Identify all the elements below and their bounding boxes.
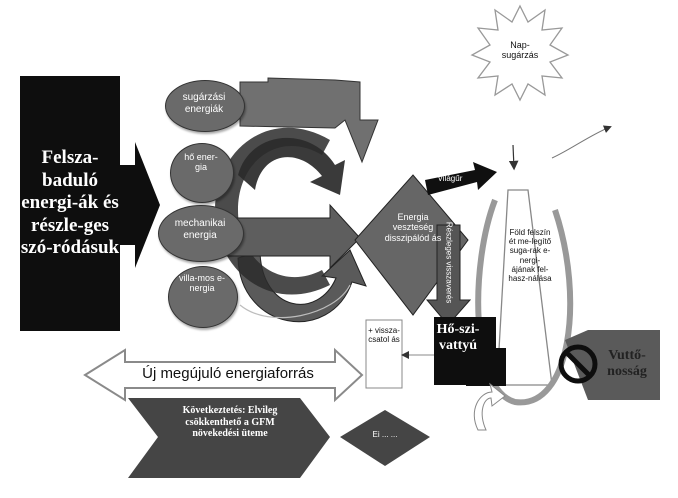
title-box: Felsza-baduló energi-ák és részle-ges sz… [20, 76, 120, 331]
reflection-arrow-shape [425, 224, 472, 326]
u-return-curve [475, 198, 574, 406]
dissipation-label: Energia veszteség disszipálód ás [384, 212, 442, 243]
sun-shape [470, 4, 570, 102]
source-radiation-label: sugárzási energiák [182, 92, 226, 115]
source-heat-label: hő ener-gia [184, 152, 218, 173]
small-diamond-label: Ei ... ... [372, 430, 398, 439]
dissipation-diamond [354, 174, 469, 316]
space-arrow-shape [425, 162, 497, 195]
source-mechanical-label: mechanikai energia [174, 218, 226, 241]
conclusion-shape [128, 398, 330, 478]
responsibility-tag-shape [565, 330, 660, 400]
heat-pump-box-lower [466, 348, 506, 386]
electric-curve-arrow [239, 284, 351, 319]
sun-ray-line [508, 144, 519, 171]
heat-pump-return-arrow [473, 382, 506, 431]
small-diamond-shape [340, 410, 430, 466]
renewable-label: Új megújuló energiaforrás [142, 365, 314, 382]
source-heat-ellipse [170, 143, 234, 203]
radiation-flow-arrow [239, 77, 379, 164]
source-radiation-ellipse [165, 80, 245, 132]
responsibility-label: Vuttő-nosság [607, 348, 647, 380]
renewable-double-arrow [83, 347, 364, 403]
no-sign-ring [558, 344, 598, 384]
source-electric-ellipse [168, 266, 238, 328]
curved-reflection-line [551, 125, 612, 159]
partial-reflection-label: Részleges visszaverés [444, 221, 454, 304]
source-electric-label: villa-mos e-nergia [178, 273, 225, 294]
title-box-label: Felsza-baduló energi-ák és részle-ges sz… [20, 147, 120, 259]
mechanical-arrow [224, 203, 361, 270]
feedback-label: + vissza-csatol ás [368, 326, 400, 345]
source-mechanical-ellipse [158, 205, 244, 262]
lower-curve-arrow [237, 249, 367, 323]
sun-label: Nap-sugárzás [501, 40, 539, 61]
conclusion-label: Következtetés: Elvileg csökkenthető a GF… [182, 405, 278, 439]
earth-column-label: Föld felszín ét me-legítő suga-rak e-ner… [508, 228, 552, 283]
heat-pump-label: Hő-szi-vattyú [436, 322, 480, 354]
space-arrow-label: Világűr [437, 174, 463, 183]
feedback-box-shape [365, 319, 403, 389]
main-input-arrow [118, 142, 160, 268]
no-sign-slash [564, 350, 592, 378]
